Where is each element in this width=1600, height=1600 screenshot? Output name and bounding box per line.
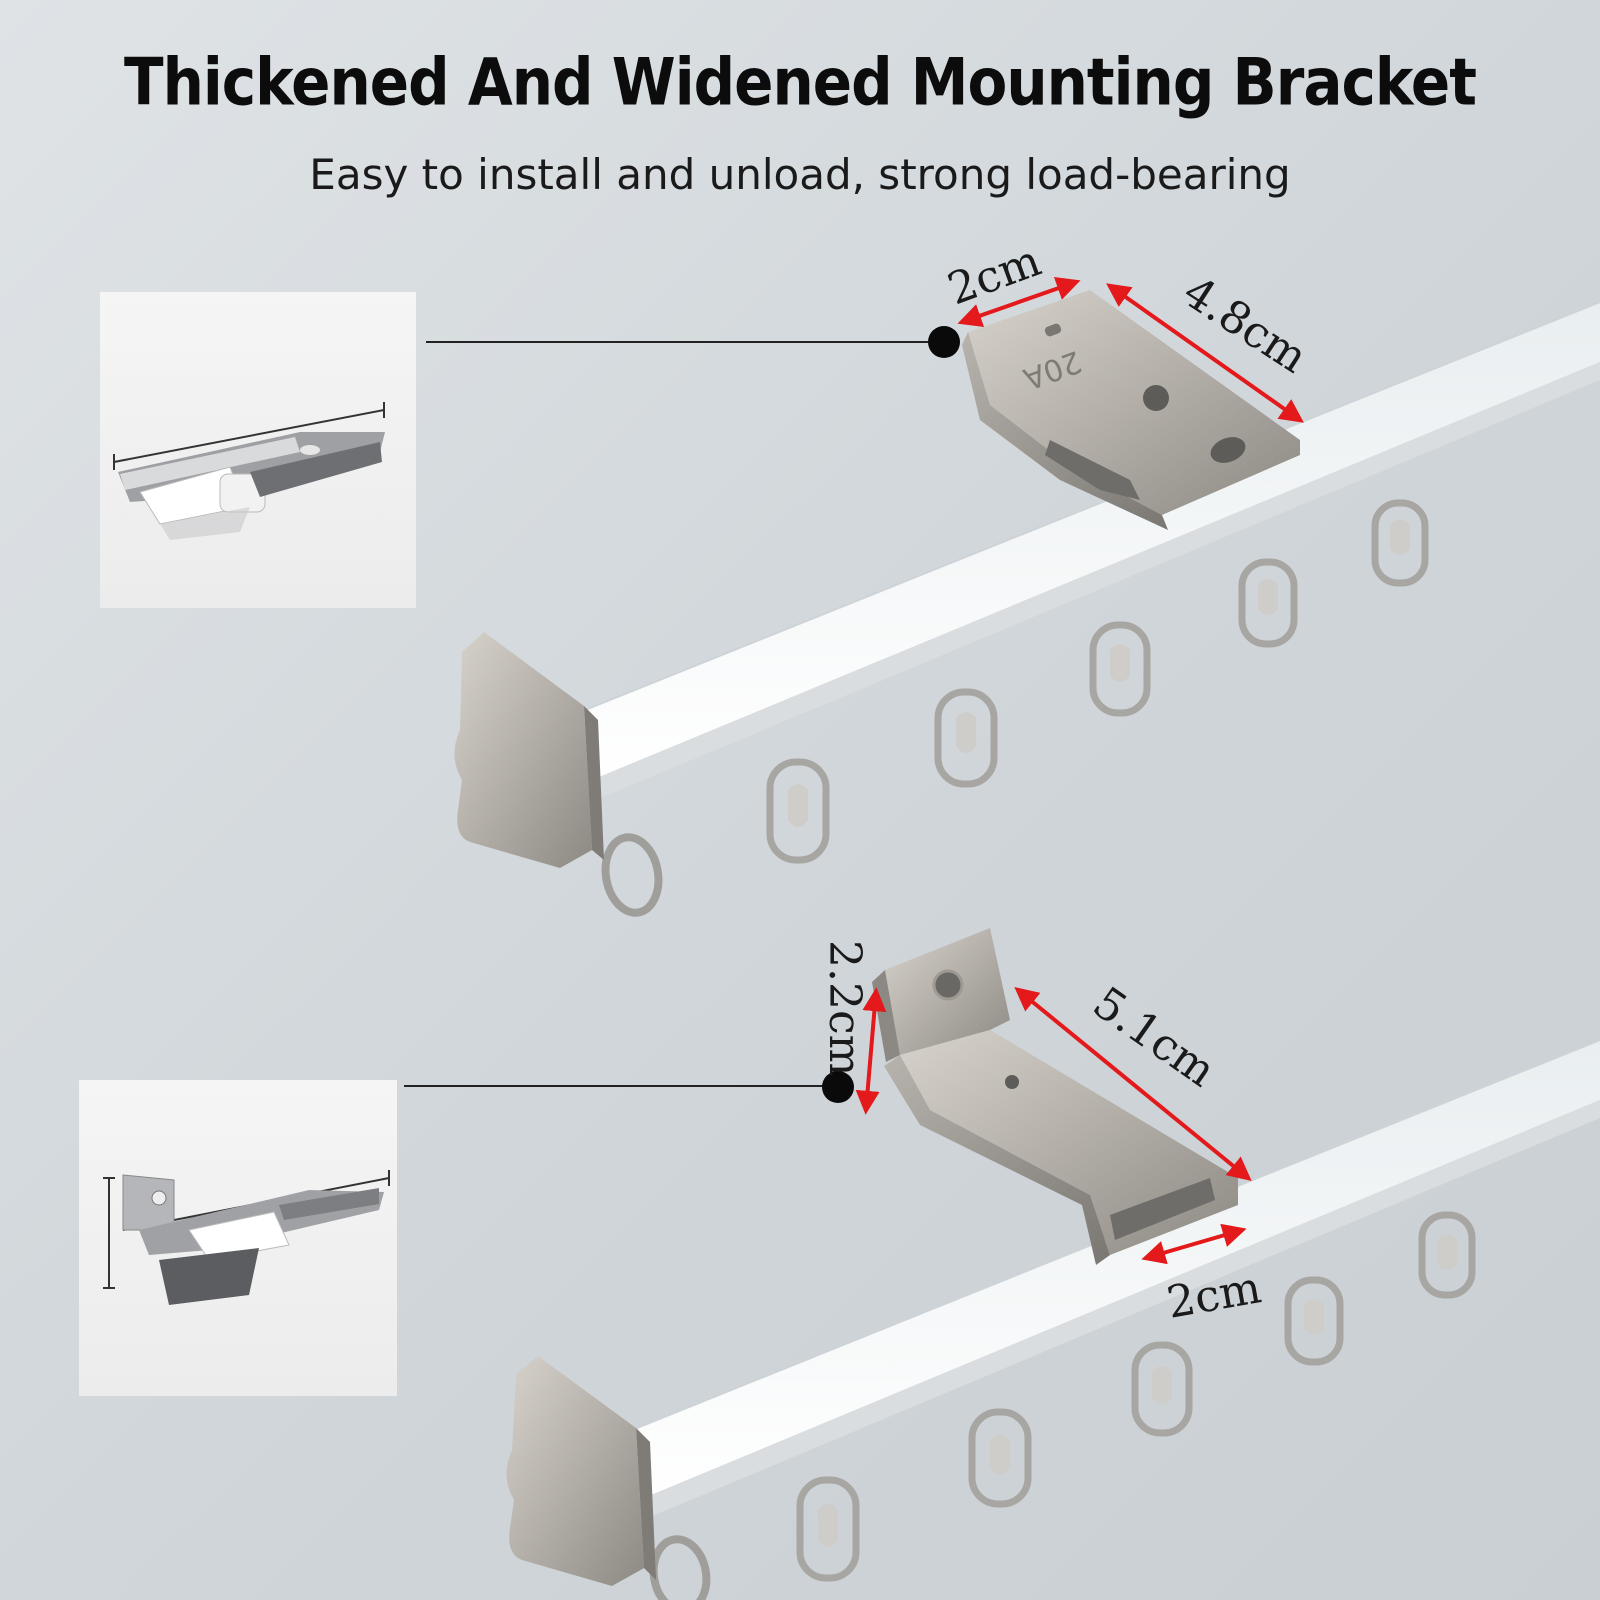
bottom-callout-dot: [822, 1071, 854, 1103]
bottom-rail-end-cap: [506, 1356, 656, 1586]
bottom-width-arrow: [1141, 1223, 1247, 1265]
glider-hook: [1131, 1341, 1193, 1437]
glider-hook: [766, 758, 830, 864]
bottom-mounting-bracket: [872, 928, 1238, 1265]
bottom-rail-ring: [649, 1535, 711, 1600]
headline: Thickened And Widened Mounting Bracket: [124, 43, 1477, 121]
bottom-length-arrow: [1014, 986, 1252, 1182]
glider-hook: [1284, 1276, 1344, 1366]
bottom-callout: [404, 1071, 854, 1103]
bottom-height-arrow: [855, 987, 887, 1115]
bottom-inset-bracket-illustration: [103, 1170, 390, 1305]
glider-hook: [1418, 1211, 1476, 1299]
top-curtain-rail: [579, 301, 1600, 800]
top-length-arrow: [1106, 283, 1304, 423]
subheadline: Easy to install and unload, strong load-…: [309, 150, 1291, 199]
bottom-height-label: 2.2cm: [819, 940, 870, 1076]
top-rail-end-cap: [454, 632, 604, 868]
top-callout: [426, 326, 960, 358]
bottom-length-label: 5.1cm: [1084, 977, 1225, 1097]
glider-hook: [1089, 621, 1151, 717]
glider-hook: [1371, 499, 1429, 587]
top-width-label: 2cm: [941, 235, 1047, 315]
glider-hook: [968, 1408, 1032, 1508]
bottom-bracket-inset-photo: [79, 1080, 397, 1396]
top-callout-dot: [928, 326, 960, 358]
top-width-arrow: [957, 277, 1081, 327]
top-rail-ring: [601, 833, 663, 917]
glider-hook: [934, 688, 998, 788]
top-inset-bracket-illustration: [113, 402, 385, 540]
top-rail-gliders: [766, 499, 1429, 864]
bottom-rail-gliders: [796, 1211, 1476, 1582]
top-bracket-inset-photo: [100, 292, 416, 608]
glider-hook: [796, 1476, 860, 1582]
glider-hook: [1238, 558, 1298, 648]
